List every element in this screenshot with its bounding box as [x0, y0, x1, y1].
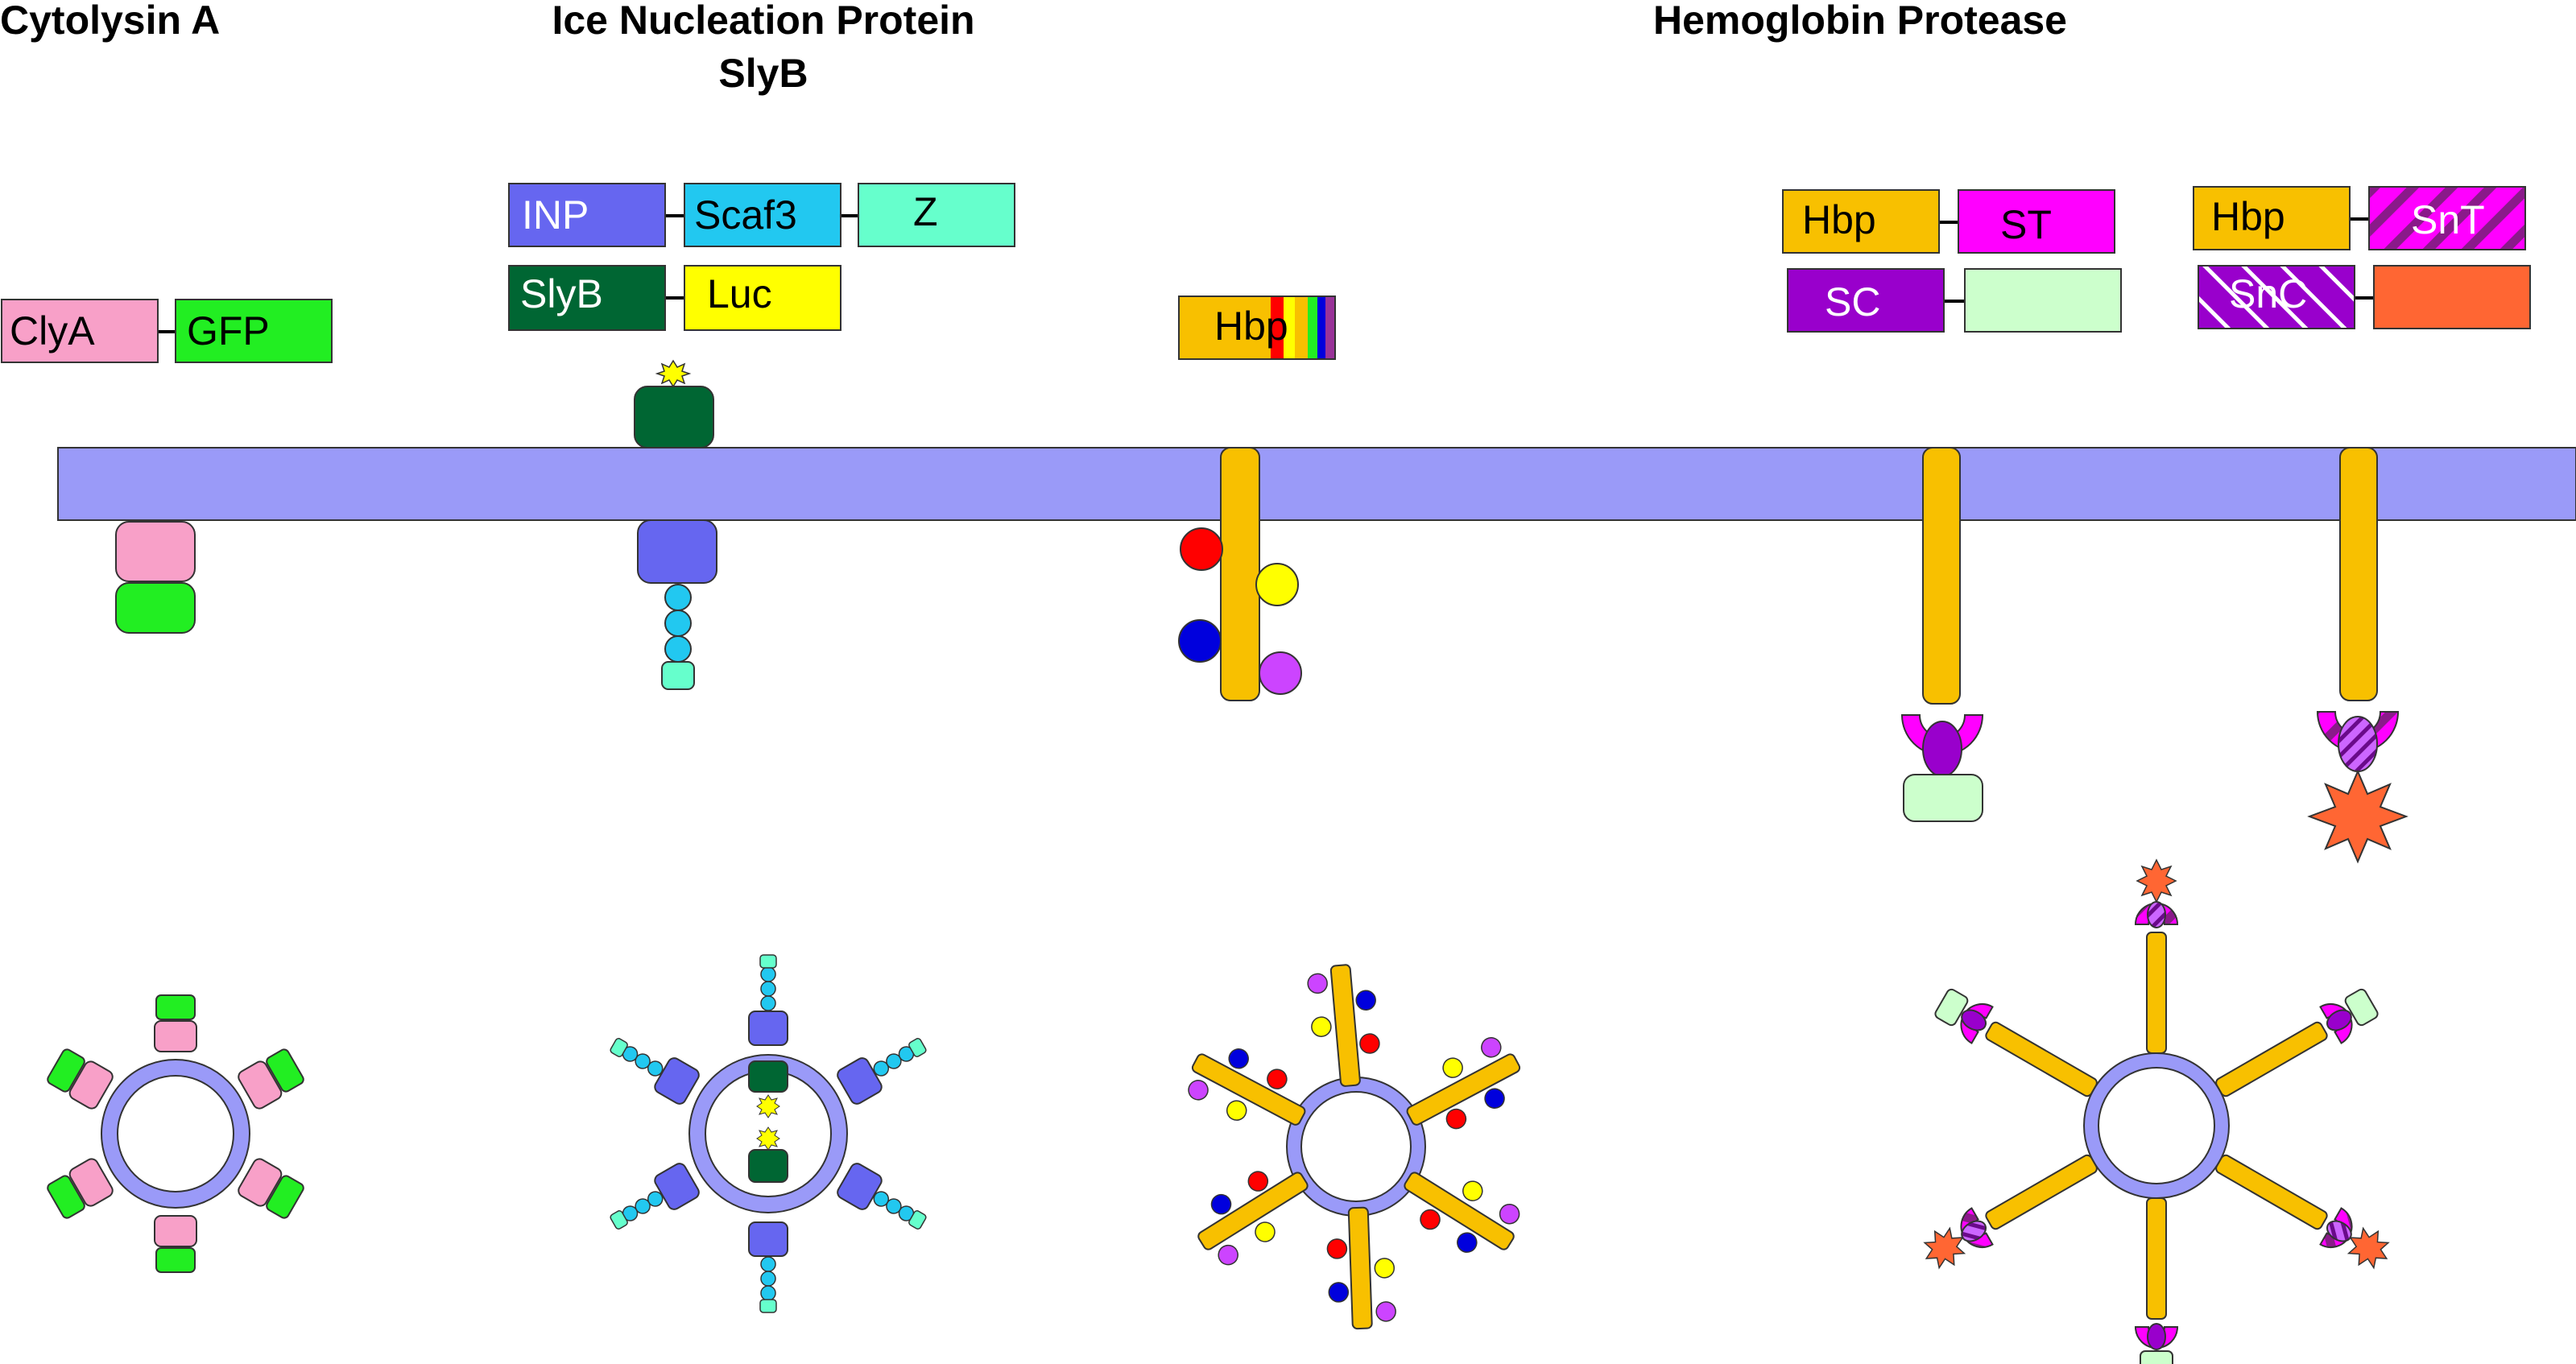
stripe-blue — [1317, 296, 1325, 359]
sc-label: SC — [1825, 279, 1880, 324]
construct-hbp-snt-snc: Hbp SnT SnC — [2193, 186, 2531, 329]
vesicle-hbp-passenger — [1188, 964, 1521, 1330]
sc-box — [1787, 268, 1945, 333]
gfp-box — [175, 299, 333, 363]
construct-hbp-st-sc: Hbp ST SC — [1782, 189, 2122, 333]
luc-box — [684, 265, 841, 331]
z-box — [858, 183, 1015, 247]
construct-inp-scaf3-z: INP Scaf3 Z — [508, 183, 1015, 247]
vesicle-hbp-protease — [1915, 859, 2398, 1364]
membrane-bar — [57, 447, 2576, 521]
hbp-passenger-display — [1178, 447, 1302, 701]
title-hemoglobin-protease: Hemoglobin Protease — [1653, 0, 2067, 43]
scaf3-label: Scaf3 — [694, 192, 797, 238]
slyb-label: SlyB — [520, 271, 603, 316]
hbp-st-sc-display — [1900, 447, 1984, 822]
clya-box — [1, 299, 159, 363]
snt-label: SnT — [2411, 197, 2485, 242]
stripe-red — [1271, 296, 1284, 359]
stripe-purple — [1325, 296, 1335, 359]
construct-slyb-luc: SlyB Luc — [508, 265, 841, 331]
gfp-label: GFP — [187, 308, 270, 353]
hbp-label-st: Hbp — [1802, 197, 1876, 242]
title-cytolysin-a: Cytolysin A — [0, 0, 220, 43]
stripe-yellow — [1284, 296, 1295, 359]
st-box — [1958, 189, 2115, 254]
inp-box — [508, 183, 666, 247]
vesicle-inp-slyb — [610, 954, 927, 1313]
snt-box — [2368, 186, 2526, 250]
luc-label: Luc — [707, 271, 772, 316]
sc-partner-box — [1964, 268, 2122, 333]
vesicle-clya-gfp — [47, 994, 304, 1273]
hbp-box-snt — [2193, 186, 2351, 250]
stripe-green — [1308, 296, 1317, 359]
hbp-snt-snc-display — [2307, 447, 2409, 864]
slyb-luc-display — [634, 359, 714, 448]
title-ice-nucleation-protein: Ice Nucleation Protein — [552, 0, 974, 43]
stripe-orange — [1295, 296, 1308, 359]
slyb-box — [508, 265, 666, 331]
construct-hbp-passenger: Hbp — [1178, 296, 1336, 360]
hbp-label-middle: Hbp — [1214, 304, 1288, 349]
hbp-label-snt: Hbp — [2211, 194, 2285, 239]
scaf3-box — [684, 183, 841, 247]
inp-scaf3-z-display — [637, 519, 717, 690]
title-slyb: SlyB — [718, 51, 808, 96]
z-label: Z — [913, 189, 938, 234]
snc-box — [2198, 265, 2355, 329]
clya-label: ClyA — [10, 308, 95, 353]
st-label: ST — [2000, 202, 2052, 247]
clya-gfp-display — [115, 521, 196, 634]
inp-label: INP — [522, 192, 589, 238]
snc-label: SnC — [2229, 271, 2307, 316]
hbp-box-st — [1782, 189, 1940, 254]
construct-clya-gfp: ClyA GFP — [1, 299, 333, 363]
snc-partner-box — [2373, 265, 2531, 329]
